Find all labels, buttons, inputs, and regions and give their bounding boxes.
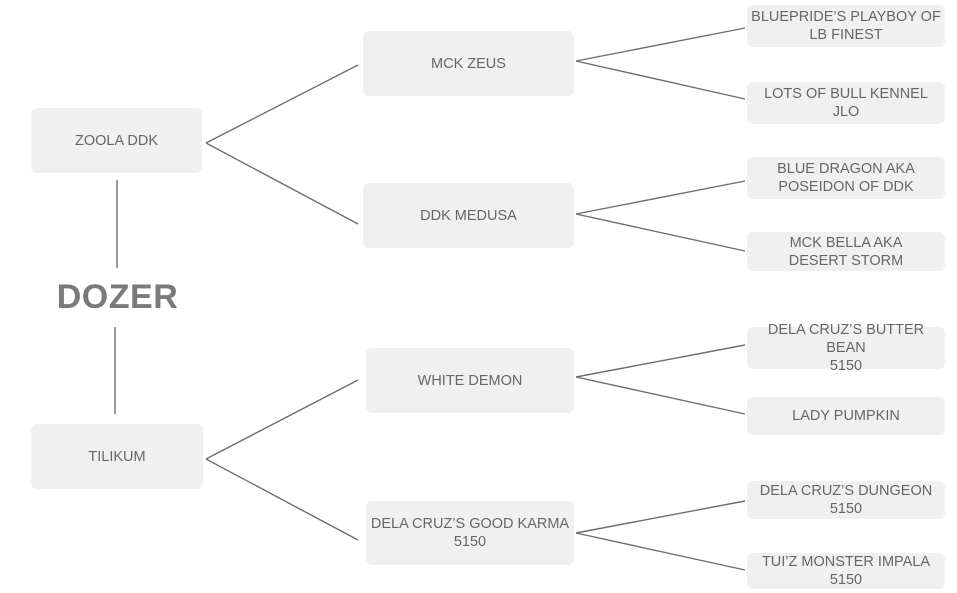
subject-name: DOZER: [56, 278, 179, 316]
great-grandparent-8: TUI’Z MONSTER IMPALA 5150: [747, 553, 945, 589]
great-grandparent-6: LADY PUMPKIN: [747, 397, 945, 435]
grandparent-sire-sire: MCK ZEUS: [363, 31, 574, 96]
grandparent-dam-sire: WHITE DEMON: [366, 348, 574, 413]
grandparent-sire-dam: DDK MEDUSA: [363, 183, 574, 248]
connector-g5: [575, 344, 746, 378]
great-grandparent-3: BLUE DRAGON AKA POSEIDON OF DDK: [747, 157, 945, 199]
great-grandparent-4: MCK BELLA AKA DESERT STORM: [747, 232, 945, 271]
connector-dam-dam-dam: [205, 458, 359, 541]
parent-sire: ZOOLA DDK: [31, 108, 202, 173]
grandparent-dam-dam: DELA CRUZ’S GOOD KARMA 5150: [366, 501, 574, 565]
connector-g8: [575, 532, 746, 571]
connector-g1: [575, 27, 746, 62]
connector-dam-dam-sire: [205, 379, 359, 460]
connector-g3: [575, 180, 746, 215]
connector-sire-sire-dam: [205, 142, 359, 225]
parent-dam: TILIKUM: [31, 424, 203, 489]
great-grandparent-5: DELA CRUZ’S BUTTER BEAN 5150: [747, 322, 945, 374]
connector-g7: [575, 500, 746, 534]
connector-g2: [575, 60, 746, 100]
connector-g6: [575, 376, 746, 415]
connector-sire-sire-sire: [205, 64, 359, 144]
connector-g4: [575, 213, 746, 252]
great-grandparent-2: LOTS OF BULL KENNEL JLO: [747, 82, 945, 124]
great-grandparent-7: DELA CRUZ’S DUNGEON 5150: [747, 481, 945, 519]
great-grandparent-1: BLUEPRIDE’S PLAYBOY OF LB FINEST: [747, 5, 945, 47]
